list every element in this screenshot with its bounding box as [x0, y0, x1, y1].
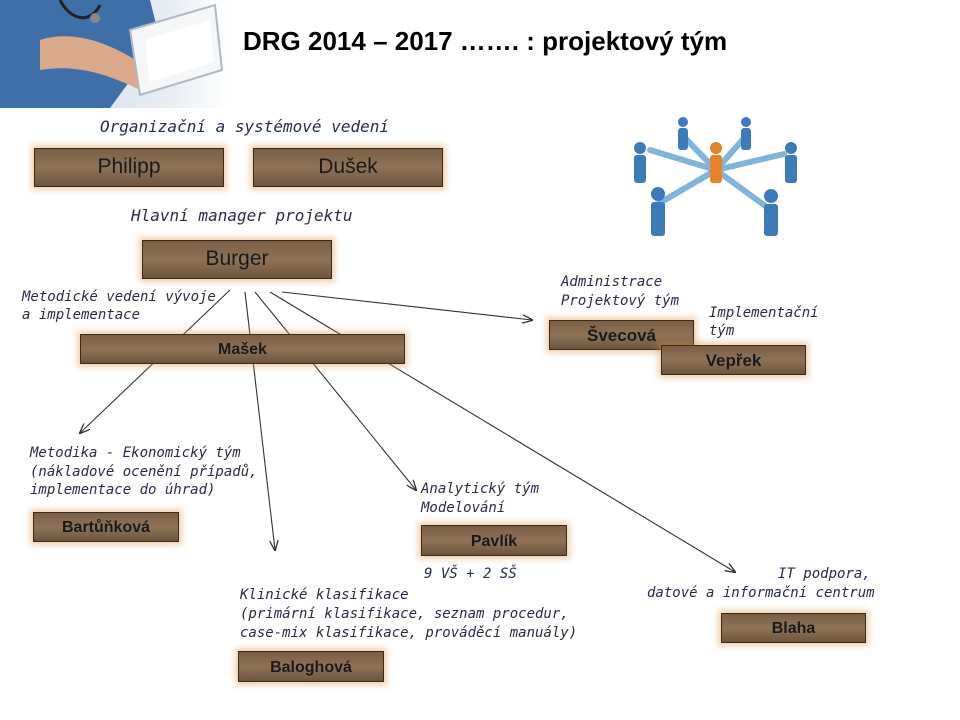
- label-count: 9 VŠ + 2 SŠ: [424, 565, 517, 583]
- label-manager: Hlavní manager projektu: [131, 207, 353, 225]
- box-blaha: Blaha: [721, 613, 866, 643]
- label-implementacni-1: Implementační: [709, 304, 819, 322]
- label-klinicke-1: Klinické klasifikace: [240, 586, 409, 604]
- arrow-to-klinicke: [245, 292, 275, 550]
- label-metodicke-vedeni-1: Metodické vedení vývoje: [22, 288, 216, 306]
- box-veprek: Vepřek: [661, 345, 806, 375]
- label-metodika-2: (nákladové ocenění případů,: [30, 463, 258, 481]
- label-klinicke-3: case-mix klasifikace, prováděcí manuály): [240, 624, 577, 642]
- arrow-to-analyticky: [255, 292, 416, 490]
- box-philipp: Philipp: [34, 148, 224, 187]
- label-administrace-2: Projektový tým: [561, 292, 679, 310]
- box-masek: Mašek: [80, 334, 405, 364]
- box-baloghova: Baloghová: [238, 651, 384, 682]
- label-org: Organizační a systémové vedení: [100, 118, 389, 136]
- label-metodika-3: implementace do úhrad): [30, 481, 215, 499]
- label-analyticky-2: Modelování: [421, 499, 505, 517]
- box-burger: Burger: [142, 240, 332, 279]
- label-implementacni-2: tým: [709, 322, 734, 340]
- label-administrace-1: Administrace: [561, 273, 662, 291]
- label-metodicke-vedeni-2: a implementace: [22, 306, 140, 324]
- label-klinicke-2: (primární klasifikace, seznam procedur,: [240, 605, 569, 623]
- label-analyticky-1: Analytický tým: [421, 480, 539, 498]
- label-it-2: datové a informační centrum: [647, 584, 875, 602]
- box-dusek: Dušek: [253, 148, 443, 187]
- arrow-to-administrace: [282, 292, 532, 320]
- label-it-1: IT podpora,: [778, 565, 871, 583]
- box-pavlik: Pavlík: [421, 525, 567, 556]
- label-metodika-1: Metodika - Ekonomický tým: [30, 444, 241, 462]
- box-bartunkova: Bartůňková: [33, 512, 179, 542]
